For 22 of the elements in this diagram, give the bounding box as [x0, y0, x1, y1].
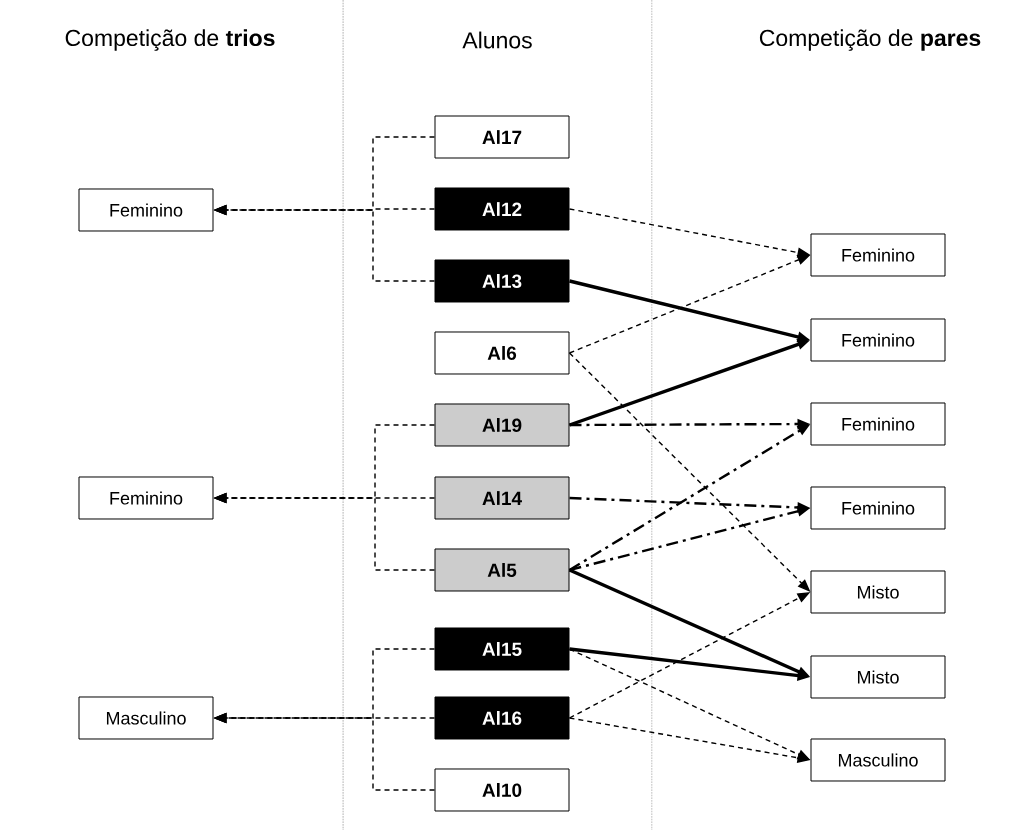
student-box: Al16 — [434, 696, 570, 740]
category-box: Feminino — [810, 486, 946, 530]
category-box: Masculino — [78, 696, 214, 740]
student-box: Al19 — [434, 403, 570, 447]
category-box: Misto — [810, 570, 946, 614]
category-box: Feminino — [78, 476, 214, 520]
student-box: Al10 — [434, 768, 570, 812]
student-box: Al6 — [434, 331, 570, 375]
heading: Competição de trios — [65, 29, 275, 51]
student-box: Al5 — [434, 548, 570, 592]
category-box: Feminino — [78, 188, 214, 232]
category-box: Misto — [810, 655, 946, 699]
category-box: Feminino — [810, 233, 946, 277]
student-box: Al14 — [434, 476, 570, 520]
category-box: Feminino — [810, 402, 946, 446]
student-box: Al17 — [434, 115, 570, 159]
student-box: Al13 — [434, 259, 570, 303]
student-box: Al15 — [434, 627, 570, 671]
category-box: Feminino — [810, 318, 946, 362]
student-box: Al12 — [434, 187, 570, 231]
category-box: Masculino — [810, 738, 946, 782]
heading: Competição de pares — [759, 29, 981, 51]
